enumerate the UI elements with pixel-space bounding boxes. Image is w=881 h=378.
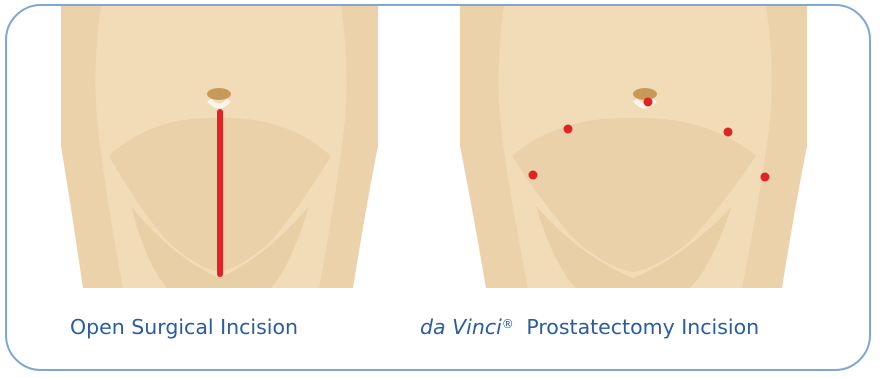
caption-davinci-rest: Prostatectomy Incision [526, 315, 759, 339]
port-incision-umbilical [644, 98, 653, 107]
davinci-torso-illustration [460, 6, 807, 288]
open-surgery-torso-illustration [61, 6, 378, 288]
caption-brand-da: da [420, 315, 446, 339]
figure-frame: Open Surgical Incision da Vinci® Prostat… [5, 4, 871, 371]
caption-open-text: Open Surgical Incision [70, 315, 298, 339]
caption-open-surgical-incision: Open Surgical Incision [70, 312, 298, 342]
davinci-torso [460, 6, 807, 288]
caption-brand-vinci: Vinci [452, 315, 502, 339]
registered-mark: ® [502, 317, 514, 331]
port-incision-lower-right [761, 173, 770, 182]
navel [633, 88, 657, 100]
port-incision-upper-right [724, 128, 733, 137]
port-incision-upper-left [564, 125, 573, 134]
port-incision-lower-left [529, 171, 538, 180]
caption-davinci-prostatectomy: da Vinci® Prostatectomy Incision [420, 312, 759, 342]
navel [207, 88, 231, 100]
open-surgery-torso [61, 6, 378, 288]
